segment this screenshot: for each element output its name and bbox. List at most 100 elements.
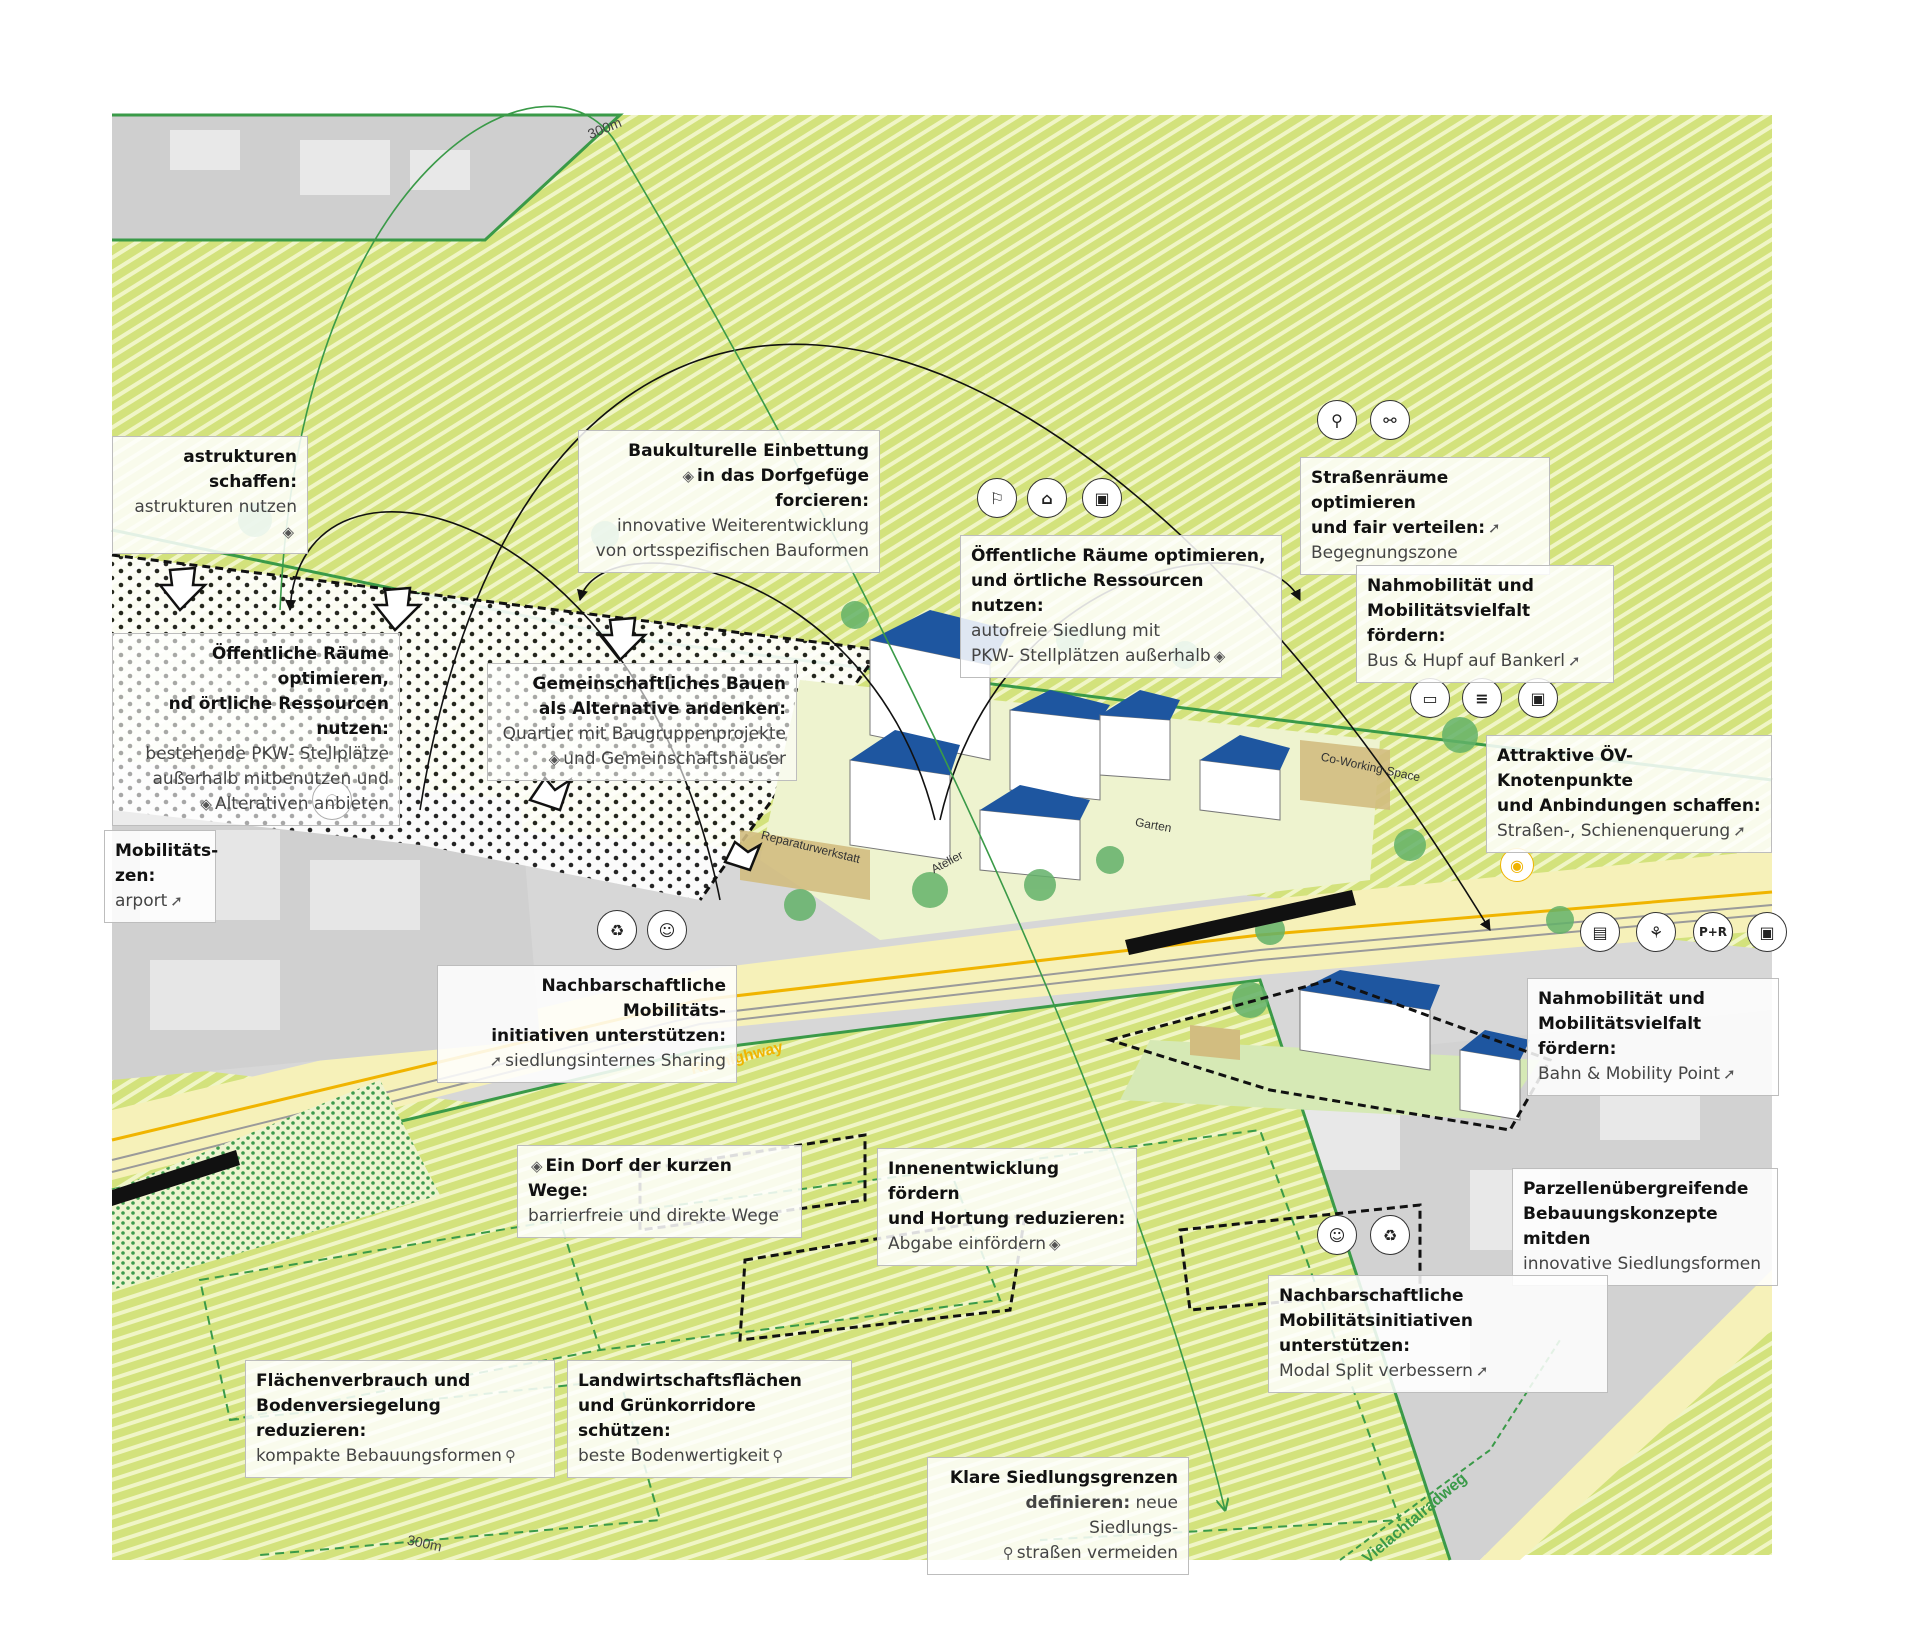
callout-modal-split: Nachbarschaftliche Mobilitätsinitiativen…: [1268, 1275, 1608, 1393]
callout-title: Nachbarschaftliche Mobilitäts-: [448, 974, 726, 1024]
bus-icon: ▭: [1410, 678, 1450, 718]
callout-title-2: definieren: neue Siedlungs-: [938, 1491, 1178, 1541]
callout-nahmobilitaet-bus: Nahmobilität und Mobilitätsvielfalt förd…: [1356, 565, 1614, 683]
callout-title-2: und Grünkorridore schützen:: [578, 1394, 841, 1444]
callout-strassenraeume: Straßenräume optimieren und fair verteil…: [1300, 457, 1550, 575]
bike-family-icon: ⚯: [1370, 400, 1410, 440]
callout-title: Flächenverbrauch und: [256, 1369, 544, 1394]
callout-title-2: Bebauungskonzepte mitden: [1523, 1202, 1767, 1252]
callout-title-2: Mobilitätsvielfalt fördern:: [1367, 599, 1603, 649]
callout-body: Straßen-, Schienenquerung➚: [1497, 819, 1761, 844]
community-icon-2: ☺: [1317, 1215, 1357, 1255]
callout-title: Öffentliche Räume optimieren,: [123, 642, 389, 692]
callout-kurze-wege: ◈Ein Dorf der kurzen Wege: barrierfreie …: [517, 1145, 802, 1238]
callout-title-2: als Alternative andenken:: [498, 697, 786, 722]
callout-body: autofreie Siedlung mit: [971, 619, 1271, 644]
callout-body: barrierfreie und direkte Wege: [528, 1204, 791, 1229]
callout-body-2: PKW- Stellplätzen außerhalb◈: [971, 644, 1271, 669]
callout-oeffentliche-raeume: Öffentliche Räume optimieren, und örtlic…: [960, 535, 1282, 678]
send-icon: ➚: [170, 889, 183, 914]
callout-mobilitaet-carport: Mobilitäts- zen: arport➚: [104, 830, 216, 923]
callout-title: ◈Ein Dorf der kurzen Wege:: [528, 1154, 791, 1204]
callout-title: Gemeinschaftliches Bauen: [498, 672, 786, 697]
callout-landwirtschaft: Landwirtschaftsflächen und Grünkorridore…: [567, 1360, 852, 1478]
send-icon: ➚: [1476, 1359, 1489, 1384]
callout-pkw-stellplaetze: Öffentliche Räume optimieren, nd örtlich…: [112, 633, 400, 826]
park-and-ride-icon: P+R: [1693, 912, 1733, 952]
callout-title: Parzellenübergreifende: [1523, 1177, 1767, 1202]
bus-stop-icon: ⌂: [1027, 478, 1067, 518]
send-icon: ➚: [1733, 819, 1746, 844]
layers-icon: ◈: [200, 792, 212, 817]
callout-title: Landwirtschaftsflächen: [578, 1369, 841, 1394]
callout-body: kompakte Bebauungsformen⚲: [256, 1444, 544, 1469]
pin-icon: ⚲: [505, 1444, 516, 1469]
info-screen-icon: ▣: [1082, 478, 1122, 518]
callout-title: Öffentliche Räume optimieren,: [971, 544, 1271, 569]
callout-title: Nachbarschaftliche: [1279, 1284, 1597, 1309]
callout-title: Mobilitäts-: [115, 839, 205, 864]
callout-title-2: und örtliche Ressourcen nutzen:: [971, 569, 1271, 619]
callout-title-2: ◈in das Dorfgefüge forcieren:: [589, 464, 869, 514]
callout-title-2: Mobilitätsvielfalt fördern:: [1538, 1012, 1768, 1062]
callout-body: beste Bodenwertigkeit⚲: [578, 1444, 841, 1469]
display-icon-2: ▣: [1747, 912, 1787, 952]
pin-icon: ⚲: [772, 1444, 783, 1469]
callout-gemeinschaftlich: Gemeinschaftliches Bauen als Alternative…: [487, 663, 797, 781]
callout-baukultur: Baukulturelle Einbettung ◈in das Dorfgef…: [578, 430, 880, 573]
callout-parzellen: Parzellenübergreifende Bebauungskonzepte…: [1512, 1168, 1778, 1286]
send-icon: ➚: [490, 1049, 503, 1074]
layers-icon: ◈: [1214, 644, 1226, 669]
callout-title-2: initiativen unterstützen:: [448, 1024, 726, 1049]
callout-title-2: Mobilitätsinitiativen unterstützen:: [1279, 1309, 1597, 1359]
layers-icon: ◈: [282, 520, 294, 545]
bench-icon: ≡: [1462, 678, 1502, 718]
callout-title-2: zen:: [115, 864, 205, 889]
callout-body-2: außerhalb mitbenutzen und: [123, 767, 389, 792]
send-icon: ➚: [1488, 516, 1501, 541]
callout-title: Baukulturelle Einbettung: [589, 439, 869, 464]
recycle-icon: ♻: [597, 910, 637, 950]
recycle-icon-2: ♻: [1370, 1215, 1410, 1255]
callout-body-3: ◈Alterativen anbieten: [123, 792, 389, 817]
send-icon: ➚: [1568, 649, 1581, 674]
callout-body-2: von ortsspezifischen Bauformen: [589, 539, 869, 564]
callout-nachbarschaft-sharing: Nachbarschaftliche Mobilitäts- initiativ…: [437, 965, 737, 1083]
callout-body: arport➚: [115, 889, 205, 914]
callout-body: innovative Siedlungsformen: [1523, 1252, 1767, 1277]
layers-icon: ◈: [1049, 1232, 1061, 1257]
callout-body-2: ◈und Gemeinschaftshäuser: [498, 747, 786, 772]
callout-title: Attraktive ÖV- Knotenpunkte: [1497, 744, 1761, 794]
callout-body: astrukturen nutzen◈: [123, 495, 297, 545]
layers-icon: ◈: [682, 464, 694, 489]
callout-title-2: und Hortung reduzieren:: [888, 1207, 1126, 1232]
callout-title: Innenentwicklung fördern: [888, 1157, 1126, 1207]
pin-icon: ⚲: [1003, 1541, 1014, 1566]
callout-innenentwicklung: Innenentwicklung fördern und Hortung red…: [877, 1148, 1137, 1266]
callout-body: Quartier mit Baugruppenprojekte: [498, 722, 786, 747]
callout-body: Bahn & Mobility Point➚: [1538, 1062, 1768, 1087]
callout-title: Straßenräume optimieren: [1311, 466, 1539, 516]
callout-body: Modal Split verbessern➚: [1279, 1359, 1597, 1384]
community-icon: ☺: [647, 910, 687, 950]
send-icon: ➚: [1723, 1062, 1736, 1087]
callout-body: innovative Weiterentwicklung: [589, 514, 869, 539]
callout-title: Nahmobilität und: [1367, 574, 1603, 599]
bicycle-walking-icon: ⚲: [1317, 400, 1357, 440]
scooter-icon: ⚘: [1636, 912, 1676, 952]
callout-body: bestehende PKW- Stellplätze: [123, 742, 389, 767]
layers-icon: ◈: [531, 1154, 543, 1179]
callout-title: Klare Siedlungsgrenzen: [938, 1466, 1178, 1491]
callout-nahmobilitaet-bahn: Nahmobilität und Mobilitätsvielfalt förd…: [1527, 978, 1779, 1096]
callout-siedlungsgrenzen: Klare Siedlungsgrenzen definieren: neue …: [927, 1457, 1189, 1575]
callout-strukturen: astrukturen schaffen: astrukturen nutzen…: [112, 436, 308, 554]
callout-title-2: Bodenversiegelung reduzieren:: [256, 1394, 544, 1444]
pedestrian-zone-icon: ⚐: [977, 478, 1017, 518]
camera-icon: ◉: [1500, 848, 1534, 882]
callout-body: ⚲straßen vermeiden: [938, 1541, 1178, 1566]
callout-title-2: und Anbindungen schaffen:: [1497, 794, 1761, 819]
callout-body: Bus & Hupf auf Bankerl➚: [1367, 649, 1603, 674]
callout-body: Begegnungszone: [1311, 541, 1539, 566]
callout-oev-knotenpunkte: Attraktive ÖV- Knotenpunkte und Anbindun…: [1486, 735, 1772, 853]
